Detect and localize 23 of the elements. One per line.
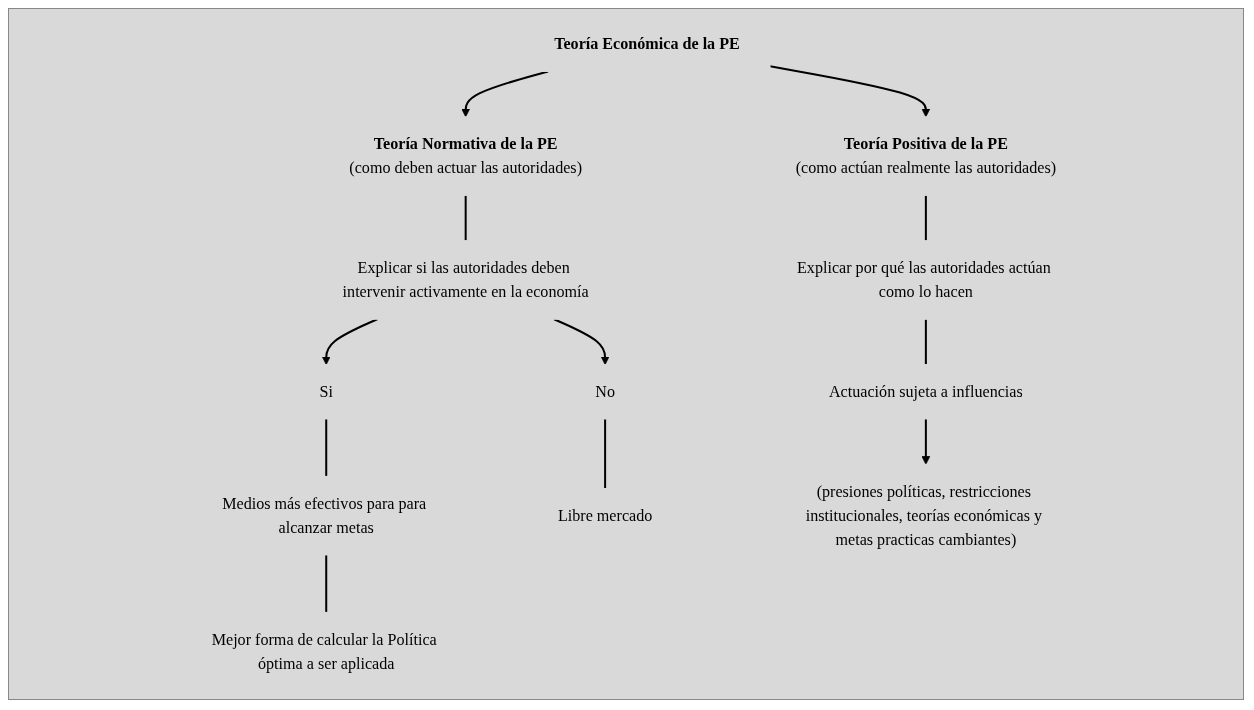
node-text: Si: [319, 382, 333, 400]
node-text: Mejor forma de calcular la Política óptima a ser aplicada: [211, 630, 437, 672]
node-text: Teoría Positiva de la PE (como actúan realmente las autoridades): [795, 134, 1057, 177]
node-text: Medios más efectivos para para alcanzar metas: [222, 494, 427, 536]
node-text: Libre mercado: [557, 506, 653, 524]
node-text: Teoría Normativa de la PE (como deben actuar las autoridades): [349, 134, 582, 177]
node-text: (presiones políticas, restricciones institucionales, teorías económicas y metas practicas cambiantes): [805, 482, 1042, 548]
node-text: Actuación sujeta a influencias: [828, 382, 1023, 400]
connector: [604, 418, 607, 489]
connector: [464, 195, 467, 241]
arrow: [461, 70, 549, 118]
node-text: Teoría Económica de la PE: [554, 35, 740, 53]
connector: [924, 319, 927, 365]
node-text: Explicar por qué las autoridades actúan como lo hacen: [796, 258, 1051, 301]
connector: [325, 418, 328, 477]
connector: [924, 195, 927, 241]
node-text: Explicar si las autoridades deben intervenir activamente en la economía: [342, 258, 589, 301]
arrow: [769, 65, 931, 118]
arrow: [553, 318, 610, 365]
connector: [325, 554, 328, 613]
arrow: [321, 318, 378, 365]
node-text: No: [595, 382, 615, 400]
arrow: [921, 418, 931, 465]
